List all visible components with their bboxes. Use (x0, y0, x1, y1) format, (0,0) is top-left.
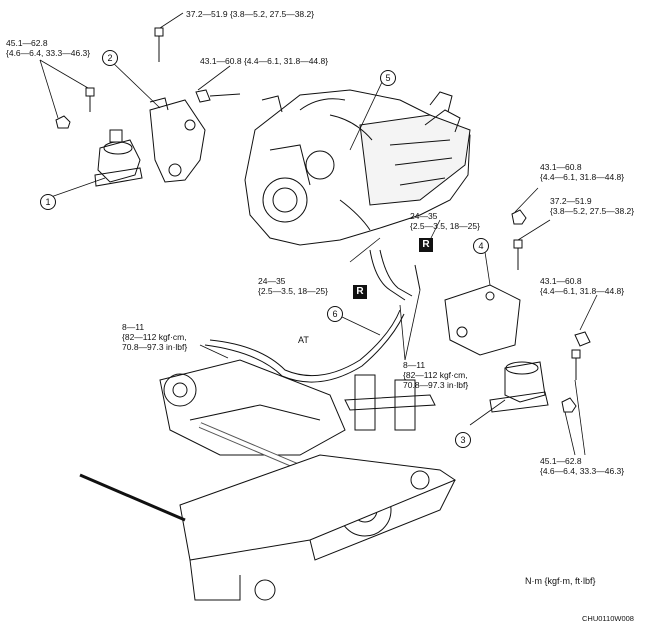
unit-legend: N·m {kgf·m, ft·lbf} (525, 576, 596, 586)
left-mount-bracket (149, 97, 206, 183)
torque-spec-5: 37.2—51.9 {3.8—5.2, 27.5—38.2} (550, 196, 634, 216)
torque-conversion-2: 70.8—97.3 in·lbf} (122, 342, 188, 352)
torque-spec-8: 43.1—60.8 {4.4—6.1, 31.8—44.8} (540, 276, 624, 296)
torque-conversion: {4.6—6.4, 33.3—46.3} (6, 48, 91, 58)
torque-spec-9: 8—11 {82—112 kgf·cm, 70.8—97.3 in·lbf} (122, 322, 187, 352)
brake-pipes (204, 249, 421, 383)
reuse-marker-r: R (353, 285, 367, 299)
torque-conversion-2: 70.8—97.3 in·lbf} (403, 380, 469, 390)
torque-spec-11: 45.1—62.8 {4.6—6.4, 33.3—46.3} (540, 456, 624, 476)
torque-nm: 43.1—60.8 (540, 276, 582, 286)
torque-nm: 45.1—62.8 (6, 38, 48, 48)
torque-conversion: {2.5—3.5, 18—25} (258, 286, 328, 296)
torque-conversion: {82—112 kgf·cm, (403, 370, 468, 380)
torque-nm: 24—35 (410, 211, 438, 221)
torque-spec-1: 37.2—51.9 {3.8—5.2, 27.5—38.2} (186, 9, 314, 19)
torque-conversion: {3.8—5.2, 27.5—38.2} (229, 9, 315, 19)
torque-conversion: {82—112 kgf·cm, (122, 332, 187, 342)
bolt-group-right (511, 209, 591, 413)
torque-spec-3: 43.1—60.8 {4.4—6.1, 31.8—44.8} (200, 56, 328, 66)
right-mount-bracket (444, 284, 521, 356)
callout-1: 1 (40, 194, 56, 210)
bolt-group-left (55, 27, 241, 129)
reuse-marker-r: R (419, 238, 433, 252)
torque-conversion: {4.4—6.1, 31.8—44.8} (540, 172, 625, 182)
torque-conversion: {2.5—3.5, 18—25} (410, 221, 480, 231)
torque-conversion: {4.4—6.1, 31.8—44.8} (540, 286, 625, 296)
callout-4: 4 (473, 238, 489, 254)
torque-nm: 37.2—51.9 (186, 9, 228, 19)
torque-nm: 24—35 (258, 276, 286, 286)
torque-nm: 45.1—62.8 (540, 456, 582, 466)
torque-spec-10: 8—11 {82—112 kgf·cm, 70.8—97.3 in·lbf} (403, 360, 468, 390)
torque-conversion: {3.8—5.2, 27.5—38.2} (550, 206, 635, 216)
torque-spec-6: 24—35 {2.5—3.5, 18—25} (410, 211, 480, 231)
engine-transmission-assembly (244, 89, 471, 246)
torque-nm: 8—11 (403, 360, 426, 370)
callout-6: 6 (327, 306, 343, 322)
transmission-jack (79, 374, 457, 601)
torque-spec-2: 45.1—62.8 {4.6—6.4, 33.3—46.3} (6, 38, 90, 58)
torque-conversion: {4.6—6.4, 33.3—46.3} (540, 466, 625, 476)
torque-spec-7: 24—35 {2.5—3.5, 18—25} (258, 276, 328, 296)
left-engine-mount (94, 129, 143, 187)
torque-conversion: {4.4—6.1, 31.8—44.8} (243, 56, 329, 66)
torque-nm: 43.1—60.8 (200, 56, 242, 66)
callout-2: 2 (102, 50, 118, 66)
at-label: AT (298, 335, 309, 345)
torque-nm: 43.1—60.8 (540, 162, 582, 172)
torque-spec-4: 43.1—60.8 {4.4—6.1, 31.8—44.8} (540, 162, 624, 182)
torque-nm: 37.2—51.9 (550, 196, 592, 206)
right-engine-mount (489, 361, 549, 413)
callout-3: 3 (455, 432, 471, 448)
callout-5: 5 (380, 70, 396, 86)
torque-nm: 8—11 (122, 322, 145, 332)
figure-code: CHU0110W008 (582, 614, 634, 623)
